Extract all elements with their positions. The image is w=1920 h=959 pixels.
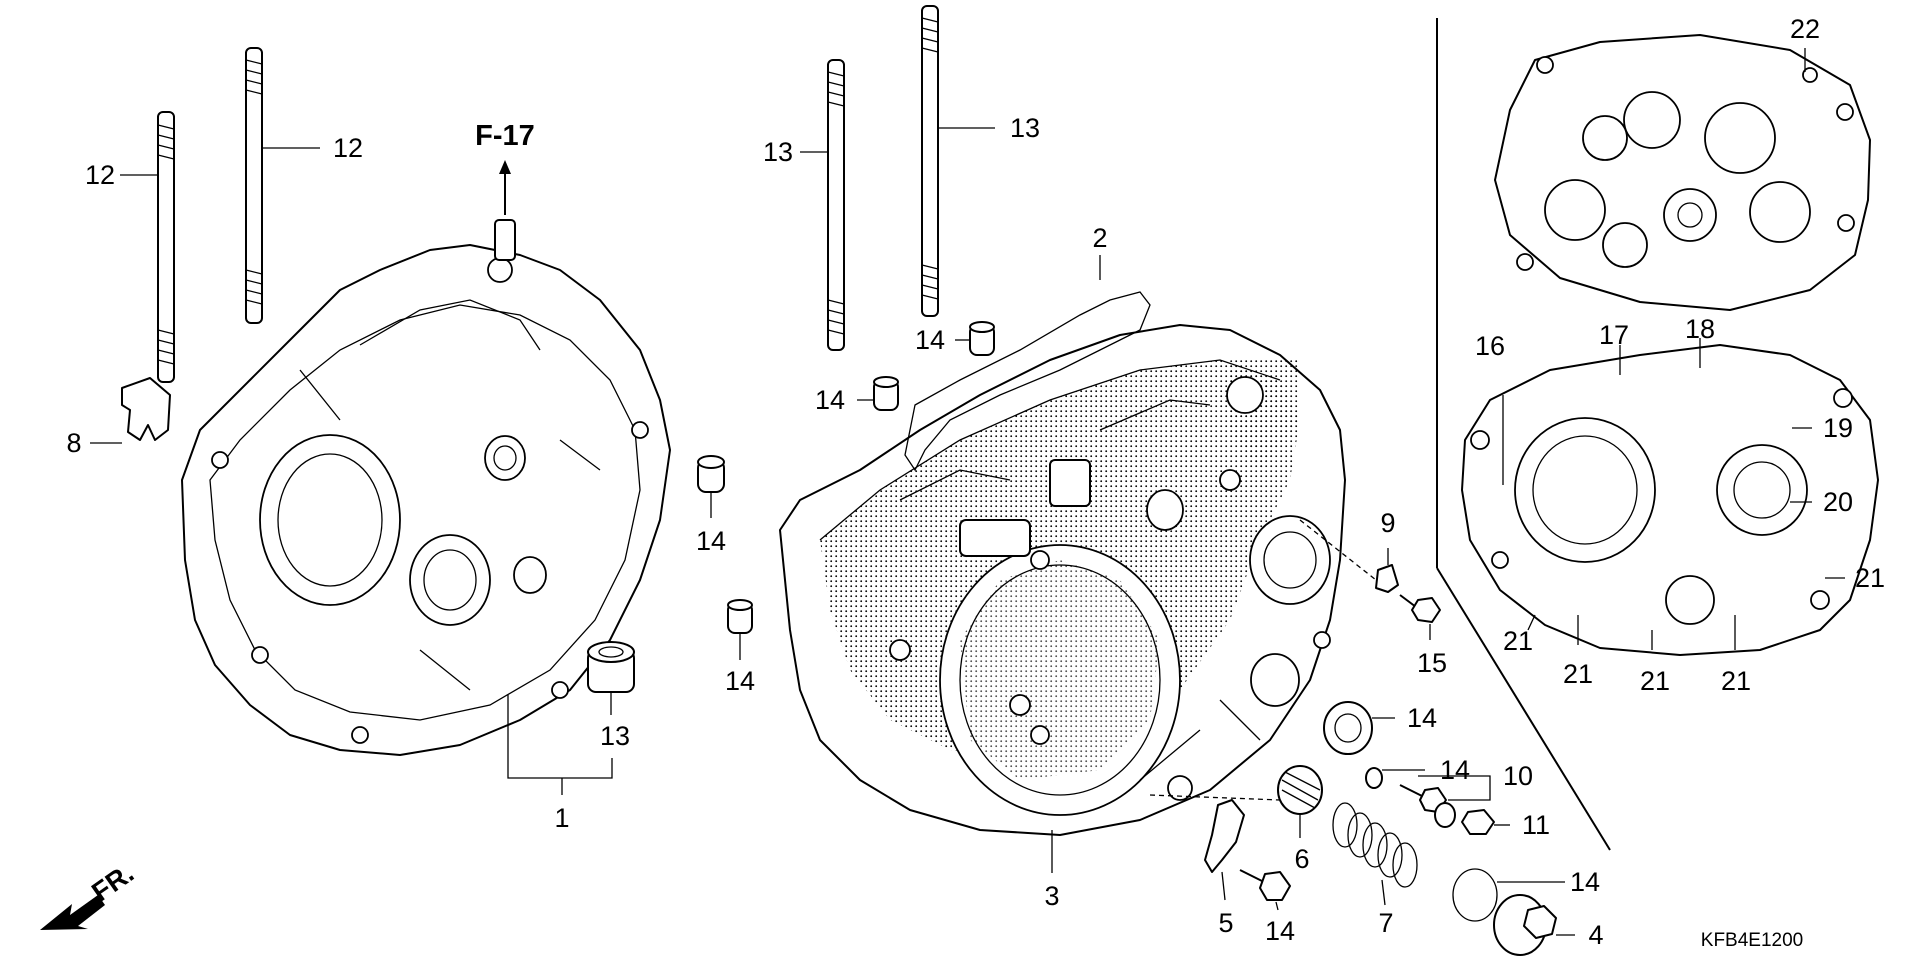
bearing-15 <box>587 641 635 693</box>
callout-5: 5 <box>1218 908 1233 938</box>
clip-9 <box>1375 564 1399 593</box>
callout-15: 13 <box>600 721 630 751</box>
callout-21g: 21 <box>1503 626 1533 656</box>
callout-22: 22 <box>1790 14 1820 44</box>
callout-21a: 16 <box>1475 331 1505 361</box>
callout-13b: 13 <box>1010 113 1040 143</box>
o-ring-17 <box>1452 868 1498 922</box>
callout-21j: 21 <box>1721 666 1751 696</box>
callout-13a: 13 <box>763 137 793 167</box>
callout-1: 1 <box>554 803 569 833</box>
callout-21b: 17 <box>1599 320 1629 350</box>
nut-11 <box>1461 809 1495 835</box>
callout-4: 4 <box>1588 920 1603 950</box>
oil-seal-16 <box>1323 701 1373 755</box>
diagram-code: KFB4E1200 <box>1701 930 1803 951</box>
spring-7 <box>1332 802 1418 888</box>
callout-21-leaders <box>1502 338 1845 650</box>
callout-2: 2 <box>1092 223 1107 253</box>
callout-11: 11 <box>1522 810 1550 840</box>
callout-18: 14 <box>1440 755 1470 785</box>
dowel-pin-14 <box>697 455 725 493</box>
right-crankcase-half <box>779 324 1346 836</box>
callout-12a: 12 <box>85 160 115 190</box>
callout-20: 15 <box>1417 648 1447 678</box>
callout-3: 3 <box>1044 881 1059 911</box>
bracket-8 <box>121 377 171 441</box>
callout-14c: 14 <box>815 385 845 415</box>
callout-14d: 14 <box>725 666 755 696</box>
bolt-19 <box>1239 869 1291 901</box>
drain-plug-4 <box>1493 894 1557 956</box>
callout-21f: 21 <box>1855 563 1885 593</box>
stud-bolt-13 <box>827 5 939 351</box>
callout-21c: 18 <box>1685 314 1715 344</box>
callout-21e: 20 <box>1823 487 1853 517</box>
callout-10: 10 <box>1503 761 1533 791</box>
reference-f17: F-17 <box>475 120 535 152</box>
washer-18 <box>1365 767 1383 789</box>
callout-21h: 21 <box>1563 659 1593 689</box>
gasket-2 <box>904 291 1151 472</box>
gasket-22 <box>1494 34 1871 311</box>
cover-gasket-21 <box>1461 344 1879 656</box>
callout-19: 14 <box>1265 916 1295 946</box>
oil-strainer-screen-6 <box>1277 765 1323 815</box>
front-direction-arrow <box>40 895 105 930</box>
dowel-pin-14-upper <box>969 321 995 356</box>
callout-21i: 21 <box>1640 666 1670 696</box>
callout-21d: 19 <box>1823 413 1853 443</box>
callout-9: 9 <box>1380 508 1395 538</box>
callout-12b: 12 <box>333 133 363 163</box>
callout-14b: 14 <box>915 325 945 355</box>
callout-6: 6 <box>1294 844 1309 874</box>
callout-8: 8 <box>66 428 81 458</box>
dowel-pin-14-lower <box>727 599 753 634</box>
bracket-5 <box>1204 799 1245 873</box>
bolt-20 <box>1399 594 1441 623</box>
left-crankcase-half <box>181 219 671 756</box>
callout-17: 14 <box>1570 867 1600 897</box>
callout-16: 14 <box>1407 703 1437 733</box>
callout-14a: 14 <box>696 526 726 556</box>
stud-bolt-12 <box>157 47 263 383</box>
callout-7: 7 <box>1378 908 1393 938</box>
bolt-10 <box>1399 784 1456 828</box>
dowel-pin-14-middle <box>873 376 899 411</box>
